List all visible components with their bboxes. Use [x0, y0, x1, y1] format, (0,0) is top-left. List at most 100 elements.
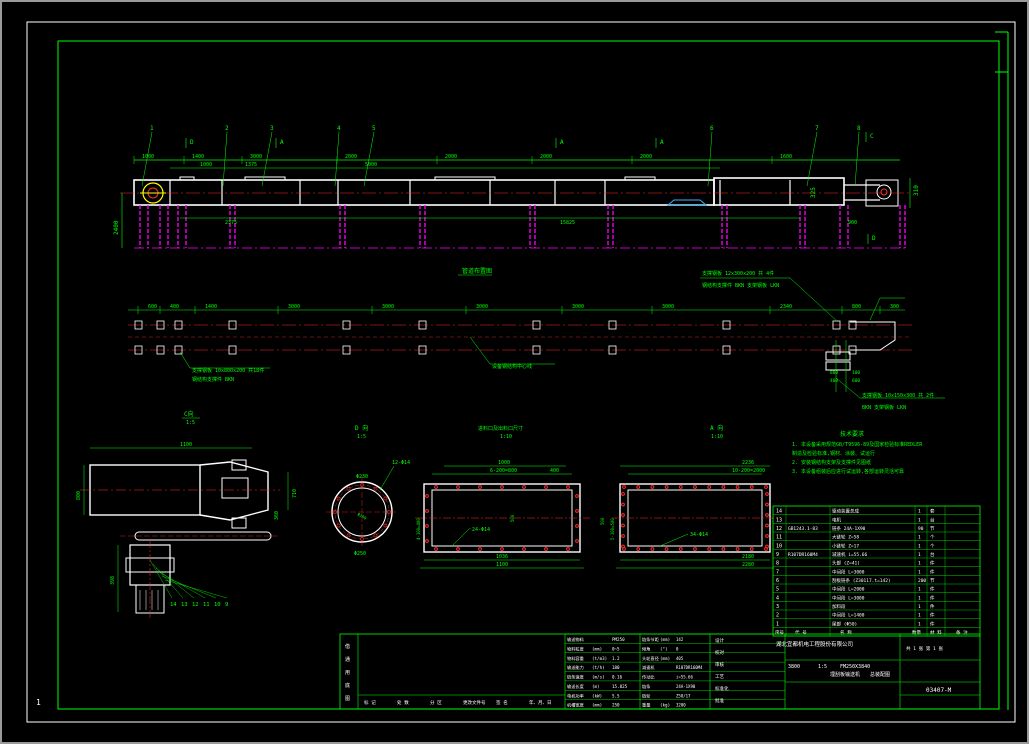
spec-mid-label: 链条 — [642, 683, 651, 690]
company-name: 湖北宜都机电工程股份有限公司 — [776, 640, 853, 648]
spec-value: 15.825 — [612, 684, 628, 689]
spec-unit: (kW) — [592, 693, 602, 698]
plan-small-dim: 600 — [852, 378, 860, 384]
parts-row-name: 加料段 — [832, 603, 846, 610]
parts-row-no: 5 — [776, 587, 779, 593]
plan-note-right-1: 支撑钢板 12x300x200 共 4件 — [702, 270, 774, 277]
spec-label: 链条速度 — [567, 674, 585, 681]
spec-mid-unit: (°) — [660, 646, 668, 651]
svg-text:1100: 1100 — [180, 442, 192, 448]
spec-mid-value: 24A-1X90 — [676, 684, 696, 689]
detail-d-scale: 1:5 — [357, 434, 366, 440]
svg-text:710: 710 — [292, 489, 298, 498]
svg-text:1100: 1100 — [496, 562, 508, 568]
side-label: 底 — [345, 682, 350, 689]
spec-unit: (mm) — [592, 703, 602, 708]
part-balloon: 2 — [225, 125, 229, 132]
parts-row-no: 11 — [776, 535, 782, 541]
svg-text:34-Φ14: 34-Φ14 — [690, 532, 708, 538]
parts-row-qty: 200 — [918, 578, 926, 584]
title-role: 审核 — [715, 661, 724, 668]
plan-note-bottom-1: 支撑钢板 10x150x300 共 2件 — [862, 392, 934, 399]
plan-note-right-2: 钢结构支撑件 BKN 支架钢板 LKN — [702, 282, 779, 289]
revision-header-cell: 标 记 — [364, 699, 376, 706]
elevation-sub-dim: 1375 — [245, 162, 257, 168]
plan-note-bottom-2: BKN 支架钢板 LKN — [862, 404, 906, 411]
detail-c-balloon: 13 — [181, 602, 188, 608]
spec-value: 250 — [612, 703, 620, 708]
section-tag: C — [870, 133, 874, 140]
elevation-top-dim: 2000 — [640, 154, 652, 160]
elevation-sub-dim: 1000 — [200, 162, 212, 168]
revision-header-cell: 分 区 — [430, 699, 442, 706]
parts-header-cell: 备 注 — [956, 629, 968, 636]
part-balloon: 3 — [270, 125, 274, 132]
svg-text:398: 398 — [110, 576, 116, 585]
parts-row-qty: 1 — [918, 535, 921, 541]
plan-note-left-1: 支撑钢板 10x800x200 共18件 — [192, 367, 264, 374]
parts-row-name: 中间段 L=3000 — [832, 594, 865, 601]
spec-mid-value: i=55.66 — [676, 675, 693, 680]
parts-header-cell: 名 称 — [840, 629, 852, 636]
revision-header-cell: 更改文件号 — [463, 699, 486, 706]
drawing-model: FM250X3840 — [840, 664, 870, 670]
plan-small-dim: 100 — [852, 370, 860, 376]
parts-row-qty: 1 — [918, 604, 921, 610]
spec-mid-value: 0 — [676, 646, 679, 651]
part-balloon: 4 — [337, 125, 341, 132]
section-tag: A — [280, 139, 284, 146]
detail-c-balloon: 14 — [170, 602, 177, 608]
drawing-scale: 1:5 — [818, 664, 827, 670]
detail-c-balloon: 10 — [214, 602, 221, 608]
drawing-weight: 3800 — [788, 664, 800, 670]
spec-mid-value: Z58/17 — [676, 693, 691, 698]
spec-mid-unit: (mm) — [660, 637, 670, 642]
parts-row-no: 7 — [776, 569, 779, 575]
revision-header-cell: 签 名 — [496, 699, 508, 706]
plan-dim: 1400 — [205, 304, 217, 310]
spec-value: 1.2 — [612, 656, 620, 661]
parts-row-name: 减速机 i=55.66 — [832, 551, 867, 558]
spec-unit: (m/s) — [592, 675, 605, 680]
parts-row-name: 中间段 L=3000 — [832, 568, 865, 575]
parts-row-unit: 件 — [930, 603, 935, 610]
parts-row-no: 6 — [776, 578, 779, 584]
svg-text:24-Φ14: 24-Φ14 — [472, 527, 490, 533]
svg-text:500: 500 — [600, 517, 605, 525]
page-number: 1 — [36, 698, 41, 707]
svg-text:Φ250: Φ250 — [354, 551, 366, 557]
inlet-detail-title: 进料口及出料口尺寸 — [478, 425, 523, 432]
svg-text:325: 325 — [810, 187, 817, 198]
spec-mid-label: 重量 — [642, 702, 650, 709]
part-balloon: 7 — [815, 125, 819, 132]
drawing-number: 03407-M — [926, 687, 952, 694]
svg-text:2280: 2280 — [742, 562, 754, 568]
parts-header-cell: 代 号 — [795, 629, 807, 636]
spec-mid-label: 倾角 — [642, 645, 650, 652]
parts-row-qty: 1 — [918, 543, 921, 549]
svg-text:500: 500 — [510, 514, 515, 522]
parts-row-unit: 件 — [930, 594, 935, 601]
drawing-name-1: 埋刮板输送机 — [830, 671, 860, 678]
parts-row-name: 大链轮 Z=58 — [832, 534, 859, 541]
side-label: 用 — [345, 670, 350, 676]
elevation-top-dim: 2000 — [345, 154, 357, 160]
parts-row-no: 4 — [776, 595, 779, 601]
title-role: 设计 — [715, 637, 724, 644]
plan-dim: 3000 — [662, 304, 674, 310]
plan-note-left-2: 钢结构支撑件 BKN — [192, 376, 234, 383]
parts-row-unit: 件 — [930, 560, 935, 567]
technical-note-line: 制造及检验标准,钢材、涂装、试运行 — [792, 450, 875, 457]
detail-c-title: C向 — [184, 410, 194, 418]
detail-c-balloon: 9 — [225, 602, 228, 608]
elevation-lower-dim: 15825 — [560, 220, 575, 226]
section-tag: D — [872, 235, 876, 242]
spec-value: 5.5 — [612, 693, 620, 698]
spec-unit: (t/h) — [592, 665, 605, 670]
plan-dim: 2340 — [780, 304, 792, 310]
